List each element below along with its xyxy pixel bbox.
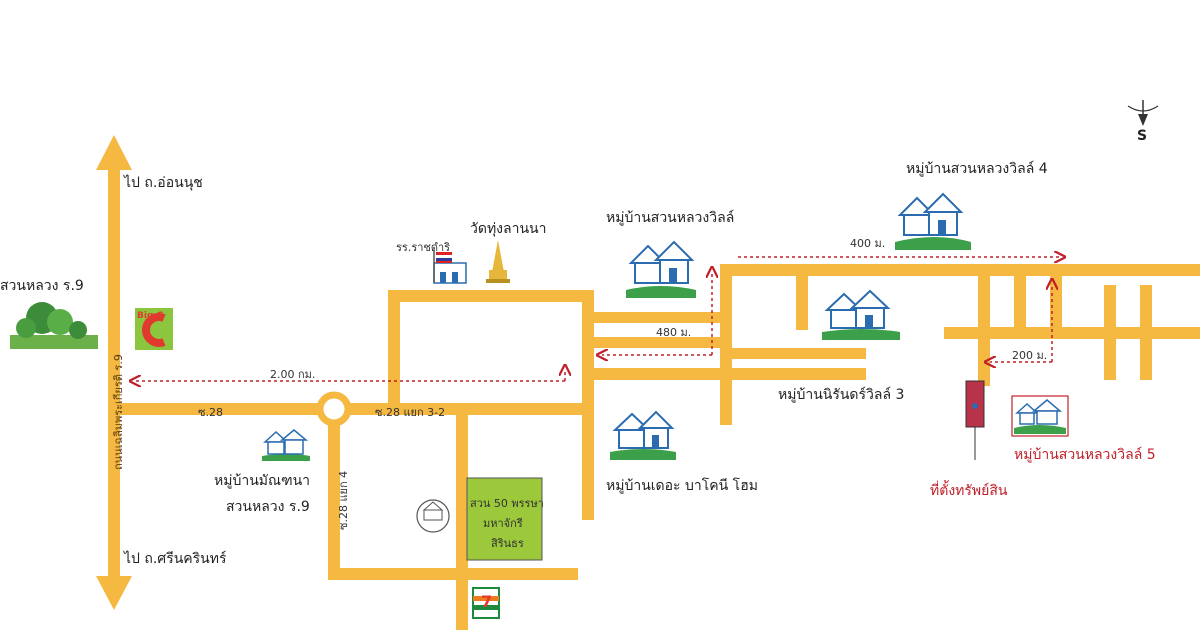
- distance-lines: [135, 257, 1060, 381]
- label-to-srinakarin: ไป ถ.ศรีนครินทร์: [124, 551, 227, 567]
- label-park-2: มหาจักรี: [483, 517, 523, 530]
- label-village-suanluang-villa4: หมู่บ้านสวนหลวงวิลล์ 4: [906, 161, 1048, 177]
- label-property-location: ที่ตั้งทรัพย์สิน: [930, 483, 1008, 499]
- house-icon: [822, 289, 900, 340]
- park-square: [466, 477, 543, 561]
- arrow-down-icon: [96, 576, 132, 610]
- bigc-logo-icon: [135, 308, 173, 350]
- label-suan-luang-left: สวนหลวง ร.9: [0, 278, 84, 294]
- temple-icon: [486, 240, 510, 283]
- label-soi-28-3-2: ซ.28 แยก 3-2: [375, 406, 446, 419]
- school-icon: [433, 250, 467, 284]
- seal-icon: [416, 499, 450, 533]
- label-distance-480m: 480 ม.: [656, 326, 692, 339]
- seven-eleven-logo-text: 7: [481, 592, 493, 611]
- label-village-suanluang-villa5: หมู่บ้านสวนหลวงวิลล์ 5: [1014, 447, 1156, 463]
- tree-icon: [10, 302, 98, 349]
- label-school: รร.ราชดำริ: [396, 241, 451, 254]
- label-distance-200m: 200 ม.: [1012, 349, 1048, 362]
- label-village-nirun-villa3: หมู่บ้านนิรันดร์วิลล์ 3: [778, 387, 905, 403]
- main-road-vertical: [96, 135, 132, 610]
- roundabout: [316, 391, 352, 427]
- label-village-montana-2: สวนหลวง ร.9: [226, 499, 310, 515]
- label-park-3: สิรินธร: [491, 537, 524, 550]
- property-marker-icon: [965, 380, 985, 460]
- arrow-up-icon: [96, 135, 132, 170]
- bigc-logo-text: Big C: [137, 311, 164, 321]
- soi-28-road: [120, 403, 590, 415]
- house-icon: [895, 192, 971, 250]
- seven-eleven-logo-icon: [472, 587, 500, 619]
- label-village-montana-1: หมู่บ้านมัณฑนา: [214, 473, 311, 489]
- label-village-suanluang-villa: หมู่บ้านสวนหลวงวิลล์: [606, 210, 735, 226]
- soi-28-3-2-loop: [388, 290, 594, 520]
- house-icon: [262, 429, 310, 461]
- house-icon: [610, 410, 676, 460]
- label-park-1: สวน 50 พรรษา: [470, 497, 544, 510]
- label-soi-28: ซ.28: [198, 406, 223, 419]
- label-to-on-nut: ไป ถ.อ่อนนุช: [124, 175, 203, 191]
- label-soi-28-4: ซ.28 แยก 4: [337, 470, 350, 530]
- label-main-road: ถนนเฉลิมพระเกียรติ ร.9: [112, 354, 125, 470]
- label-temple: วัดทุ่งลานนา: [470, 221, 547, 237]
- compass-label: S: [1137, 128, 1148, 144]
- label-distance-2km: 2.00 กม.: [270, 368, 316, 381]
- soi-28-4-road: [328, 415, 578, 630]
- label-village-the-balcony: หมู่บ้านเดอะ บาโคนี โฮม: [606, 478, 758, 494]
- north-arrow-icon: [1127, 100, 1159, 126]
- house-icon: [1011, 395, 1069, 437]
- house-icon: [626, 240, 696, 298]
- label-distance-400m: 400 ม.: [850, 237, 886, 250]
